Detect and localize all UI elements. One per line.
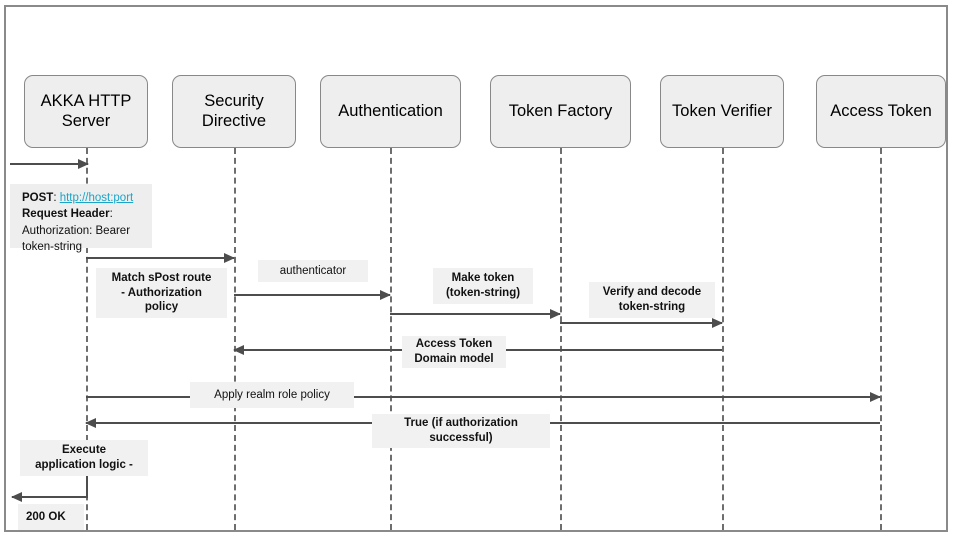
participant-authentication[interactable]: Authentication	[320, 75, 461, 148]
note-header-line-1: Authorization: Bearer	[22, 224, 131, 237]
participant-token-verifier-label: Token Verifier	[672, 101, 772, 120]
lifeline-security-directive	[234, 148, 236, 530]
message-label-make-token: Make token (token-string)	[433, 268, 533, 304]
lifeline-authentication	[390, 148, 392, 530]
note-method: POST	[22, 192, 54, 204]
participant-token-factory[interactable]: Token Factory	[490, 75, 631, 148]
message-arrow-authenticator	[234, 290, 391, 300]
lifeline-token-factory	[560, 148, 562, 530]
message-label-authenticator: authenticator	[258, 260, 368, 282]
message-label-apply-realm-role-policy: Apply realm role policy	[190, 382, 354, 408]
participant-access-token-label: Access Token	[830, 101, 932, 120]
message-label-execute-application-logic: Execute application logic -	[20, 440, 148, 476]
message-arrow-match-spost-route	[86, 253, 235, 263]
message-arrow-verify-and-decode	[560, 318, 723, 328]
message-label-match-spost-route: Match sPost route - Authorization policy	[96, 268, 227, 318]
participant-akka-http-server-label: AKKA HTTP Server	[40, 92, 132, 130]
message-label-200-ok: 200 OK	[18, 504, 84, 530]
message-arrow-make-token	[390, 309, 561, 319]
note-header-label: Request Header	[22, 208, 110, 221]
participant-security-directive-label: Security Directive	[201, 92, 267, 130]
message-label-verify-and-decode: Verify and decode token-string	[589, 282, 715, 318]
note-url-link[interactable]: http://host:port	[59, 192, 134, 204]
note-header-label-tail: :	[109, 208, 113, 221]
participant-security-directive[interactable]: Security Directive	[172, 75, 296, 148]
message-arrow-incoming-request	[10, 159, 89, 169]
note-method-separator: :	[53, 192, 60, 204]
participant-akka-http-server[interactable]: AKKA HTTP Server	[24, 75, 148, 148]
return-hook-vertical	[86, 476, 88, 498]
participant-authentication-label: Authentication	[338, 101, 443, 120]
participant-token-verifier[interactable]: Token Verifier	[660, 75, 784, 148]
message-arrow-apply-realm-role-policy	[86, 392, 881, 402]
return-hook-horizontal	[11, 492, 88, 502]
lifeline-akka-http-server	[86, 148, 88, 530]
lifeline-access-token	[880, 148, 882, 530]
message-label-true-if-authorization-successful: True (if authorization successful)	[372, 414, 550, 448]
note-header-line-2: token-string	[22, 240, 83, 253]
message-label-access-token-domain-model: Access Token Domain model	[402, 336, 506, 368]
note-request-header: POST: http://host:port Request Header: A…	[10, 184, 152, 253]
message-arrow-200-ok	[11, 476, 88, 502]
lifeline-token-verifier	[722, 148, 724, 530]
participant-access-token[interactable]: Access Token	[816, 75, 946, 148]
participant-token-factory-label: Token Factory	[508, 101, 613, 120]
